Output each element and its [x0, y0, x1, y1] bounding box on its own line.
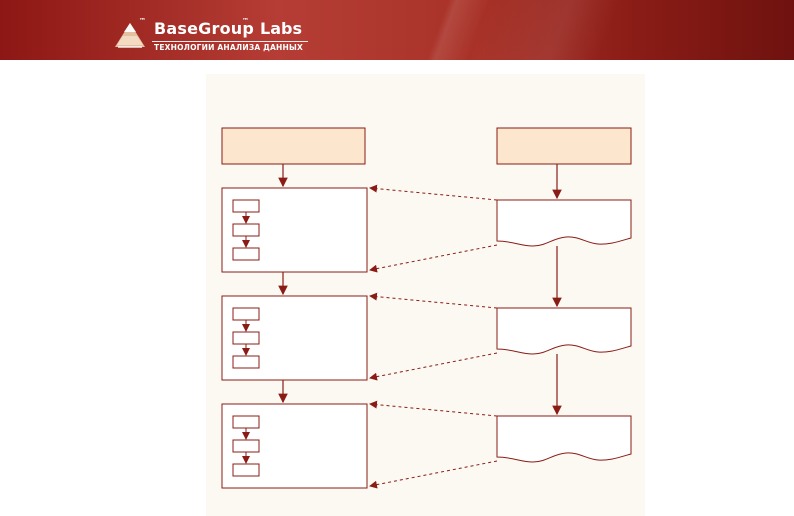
subprocess-box — [232, 415, 260, 429]
left-process-block-3 — [221, 403, 368, 489]
document-shape-1 — [496, 199, 632, 247]
subprocess-box — [232, 439, 260, 453]
left-process-block-1 — [221, 187, 368, 273]
top-right-box — [496, 127, 632, 165]
header-banner: ™ ™ BaseGroup Labs ТЕХНОЛОГИИ АНАЛИЗА ДА… — [0, 0, 794, 60]
document-shape-2 — [496, 307, 632, 355]
header-underline — [152, 41, 308, 42]
subprocess-box — [232, 331, 260, 345]
subprocess-box — [232, 223, 260, 237]
trademark-right: ™ — [242, 17, 249, 25]
document-shape-3 — [496, 415, 632, 463]
subprocess-box — [232, 463, 260, 477]
brand-name: BaseGroup — [154, 19, 255, 38]
triangle-logo-icon — [115, 23, 145, 48]
left-process-block-2 — [221, 295, 368, 381]
trademark-left: ™ — [139, 17, 146, 25]
subprocess-box — [232, 355, 260, 369]
top-left-box — [221, 127, 366, 165]
subprocess-box — [232, 247, 260, 261]
subprocess-box — [232, 307, 260, 321]
subprocess-box — [232, 199, 260, 213]
brand-labs: Labs — [260, 19, 302, 38]
brand-tagline: ТЕХНОЛОГИИ АНАЛИЗА ДАННЫХ — [154, 43, 303, 52]
